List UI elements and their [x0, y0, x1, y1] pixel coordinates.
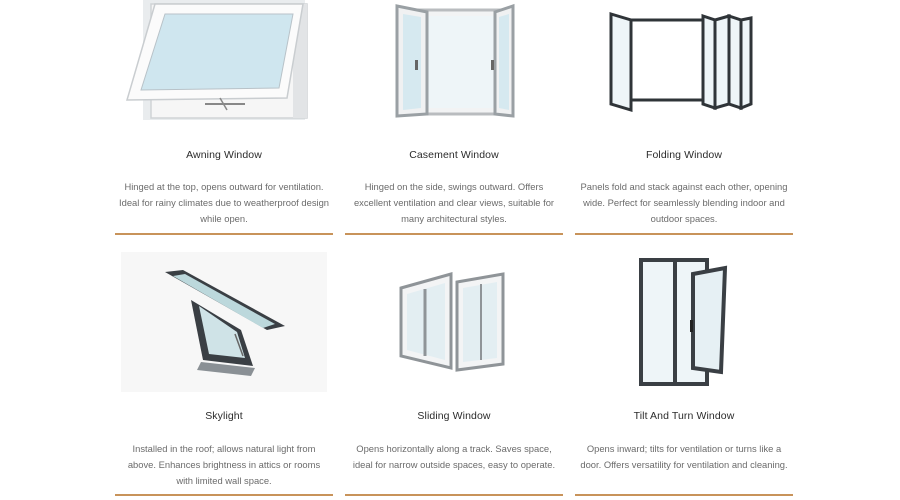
awning-window-icon: [115, 0, 333, 130]
product-description: Hinged at the top, opens outward for ven…: [119, 181, 330, 224]
product-title: Casement Window: [409, 149, 499, 161]
card-divider: [575, 233, 793, 235]
product-description: Hinged on the side, swings outward. Offe…: [353, 181, 555, 224]
card-divider: [115, 233, 333, 235]
product-title: Sliding Window: [417, 410, 491, 422]
casement-window-icon: [345, 0, 563, 130]
product-description: Panels fold and stack against each other…: [580, 181, 788, 224]
folding-window-icon: [575, 0, 793, 130]
sliding-window-icon: [345, 252, 563, 392]
product-title: Folding Window: [645, 149, 723, 161]
product-description: Opens horizontally along a track. Saves …: [352, 443, 556, 470]
tilt-turn-window-icon: [575, 252, 793, 392]
product-description: Installed in the roof; allows natural li…: [127, 443, 321, 486]
card-divider: [345, 494, 563, 496]
card-divider: [115, 494, 333, 496]
card-divider: [345, 233, 563, 235]
skylight-icon: [115, 252, 333, 392]
product-description: Opens inward; tilts for ventilation or t…: [580, 443, 788, 470]
product-title: Tilt And Turn Window: [633, 410, 735, 422]
product-title: Awning Window: [186, 149, 262, 161]
product-title: Skylight: [205, 410, 243, 422]
card-divider: [575, 494, 793, 496]
